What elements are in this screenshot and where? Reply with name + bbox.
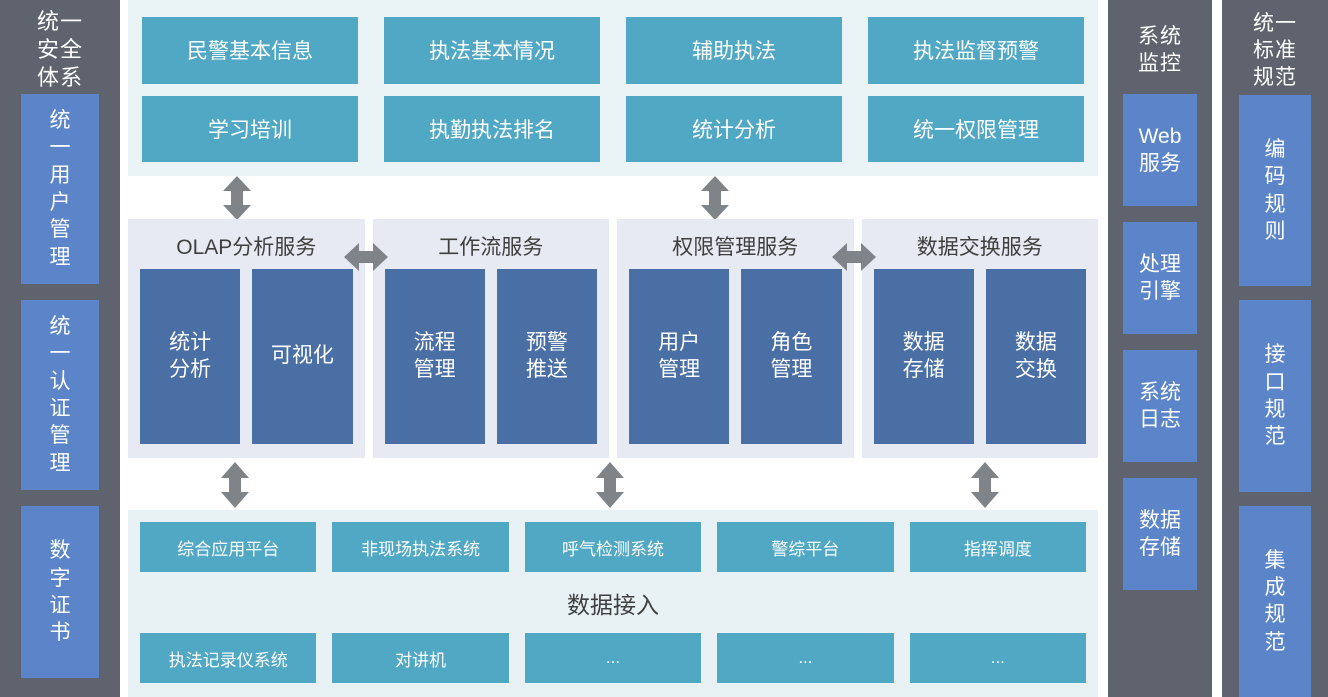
data-row-1: 综合应用平台 非现场执法系统 呼气检测系统 警综平台 指挥调度	[140, 522, 1087, 572]
application-layer: 民警基本信息 执法基本情况 辅助执法 执法监督预警 学习培训 执勤执法排名 统计…	[128, 0, 1098, 176]
app-box-police-basic-info[interactable]: 民警基本信息	[142, 17, 358, 84]
left-rail-title: 统一 安全 体系	[36, 8, 83, 91]
arrow-workflow-to-data	[596, 462, 624, 508]
application-row-1: 民警基本信息 执法基本情况 辅助执法 执法监督预警	[142, 17, 1084, 84]
standard-rail-item-interface-spec[interactable]: 接 口 规 范	[1239, 300, 1311, 492]
standard-rail-title: 统一 标准 规范	[1253, 12, 1297, 89]
data-box-walkie-talkie[interactable]: 对讲机	[332, 633, 509, 683]
monitor-rail-item-system-log[interactable]: 系统 日志	[1123, 350, 1197, 462]
left-rail-item-digital-certificate[interactable]: 数 字 证 书	[21, 506, 99, 678]
left-rail-item-auth-management[interactable]: 统 一 认 证 管 理	[21, 300, 99, 490]
app-box-enforcement-supervision-alert[interactable]: 执法监督预警	[868, 17, 1084, 84]
left-rail-unified-security: 统一 安全 体系 统 一 用 户 管 理 统 一 认 证 管 理 数 字 证 书	[0, 0, 120, 697]
app-box-statistical-analysis[interactable]: 统计分析	[626, 95, 842, 162]
service-box-alert-push[interactable]: 预警 推送	[496, 269, 597, 444]
service-boxes-workflow: 流程 管理 预警 推送	[384, 269, 597, 444]
service-boxes-permission: 用户 管理 角色 管理	[629, 269, 842, 444]
arrow-olap-to-data	[221, 462, 249, 508]
service-box-data-storage[interactable]: 数据 存储	[873, 269, 974, 444]
arrow-data-exchange-to-data	[971, 462, 999, 508]
data-box-more-1[interactable]: ...	[524, 633, 702, 683]
service-boxes-data-exchange: 数据 存储 数据 交换	[873, 269, 1086, 444]
data-box-command-dispatch[interactable]: 指挥调度	[909, 522, 1087, 572]
right-rail-unified-standards: 统一 标准 规范 编 码 规 则 接 口 规 范 集 成 规 范	[1222, 0, 1328, 697]
service-panel-permission: 权限管理服务 用户 管理 角色 管理	[617, 219, 854, 458]
standard-rail-item-integration-spec[interactable]: 集 成 规 范	[1239, 505, 1311, 697]
service-panel-title-olap: OLAP分析服务	[176, 236, 317, 259]
standard-rail-item-coding-rules[interactable]: 编 码 规 则	[1239, 94, 1311, 287]
service-box-role-management[interactable]: 角色 管理	[741, 269, 842, 444]
service-box-user-management[interactable]: 用户 管理	[629, 269, 730, 444]
service-boxes-olap: 统计 分析 可视化	[140, 269, 353, 444]
service-box-statistical-analysis[interactable]: 统计 分析	[140, 269, 241, 444]
application-row-2: 学习培训 执勤执法排名 统计分析 统一权限管理	[142, 95, 1084, 162]
data-row-2: 执法记录仪系统 对讲机 ... ... ...	[140, 633, 1087, 683]
service-panel-title-permission: 权限管理服务	[672, 236, 799, 259]
service-panel-title-workflow: 工作流服务	[438, 236, 544, 259]
data-box-offsite-enforcement-system[interactable]: 非现场执法系统	[332, 522, 509, 572]
data-box-police-integrated-platform[interactable]: 警综平台	[717, 522, 894, 572]
monitor-rail-item-data-storage[interactable]: 数据 存储	[1123, 478, 1197, 590]
data-box-more-3[interactable]: ...	[909, 633, 1087, 683]
monitor-rail-title: 系统 监控	[1138, 25, 1182, 75]
service-panel-olap: OLAP分析服务 统计 分析 可视化	[128, 219, 365, 458]
main-column: 民警基本信息 执法基本情况 辅助执法 执法监督预警 学习培训 执勤执法排名 统计…	[128, 0, 1098, 697]
app-box-enforcement-basics[interactable]: 执法基本情况	[384, 17, 600, 84]
data-box-integrated-application-platform[interactable]: 综合应用平台	[140, 522, 317, 572]
service-box-data-exchange[interactable]: 数据 交换	[985, 269, 1086, 444]
data-layer-caption: 数据接入	[567, 591, 659, 618]
service-box-visualization[interactable]: 可视化	[252, 269, 353, 444]
monitor-rail-item-processing-engine[interactable]: 处理 引擎	[1123, 222, 1197, 334]
data-access-layer: 综合应用平台 非现场执法系统 呼气检测系统 警综平台 指挥调度 数据接入 执法记…	[128, 510, 1098, 697]
arrow-app-to-olap	[223, 176, 251, 220]
left-rail-item-user-management[interactable]: 统 一 用 户 管 理	[21, 94, 99, 284]
service-panel-workflow: 工作流服务 流程 管理 预警 推送	[372, 219, 609, 458]
service-panel-data-exchange: 数据交换服务 数据 存储 数据 交换	[861, 219, 1098, 458]
right-rail-system-monitoring: 系统 监控 Web 服务 处理 引擎 系统 日志 数据 存储	[1108, 0, 1212, 697]
monitor-rail-item-web-service[interactable]: Web 服务	[1123, 94, 1197, 206]
service-box-process-management[interactable]: 流程 管理	[384, 269, 485, 444]
app-box-unified-permission-management[interactable]: 统一权限管理	[868, 95, 1084, 162]
service-panel-title-data-exchange: 数据交换服务	[916, 236, 1043, 259]
app-box-duty-enforcement-ranking[interactable]: 执勤执法排名	[384, 95, 600, 162]
arrow-app-to-permission	[701, 176, 729, 220]
app-box-assisted-enforcement[interactable]: 辅助执法	[626, 17, 842, 84]
data-box-more-2[interactable]: ...	[717, 633, 894, 683]
data-box-law-enforcement-recorder-system[interactable]: 执法记录仪系统	[140, 633, 317, 683]
app-box-training[interactable]: 学习培训	[142, 95, 358, 162]
data-box-breath-test-system[interactable]: 呼气检测系统	[524, 522, 702, 572]
service-layer: OLAP分析服务 统计 分析 可视化 工作流服务 流程 管理 预警 推送 权限管…	[128, 219, 1098, 458]
